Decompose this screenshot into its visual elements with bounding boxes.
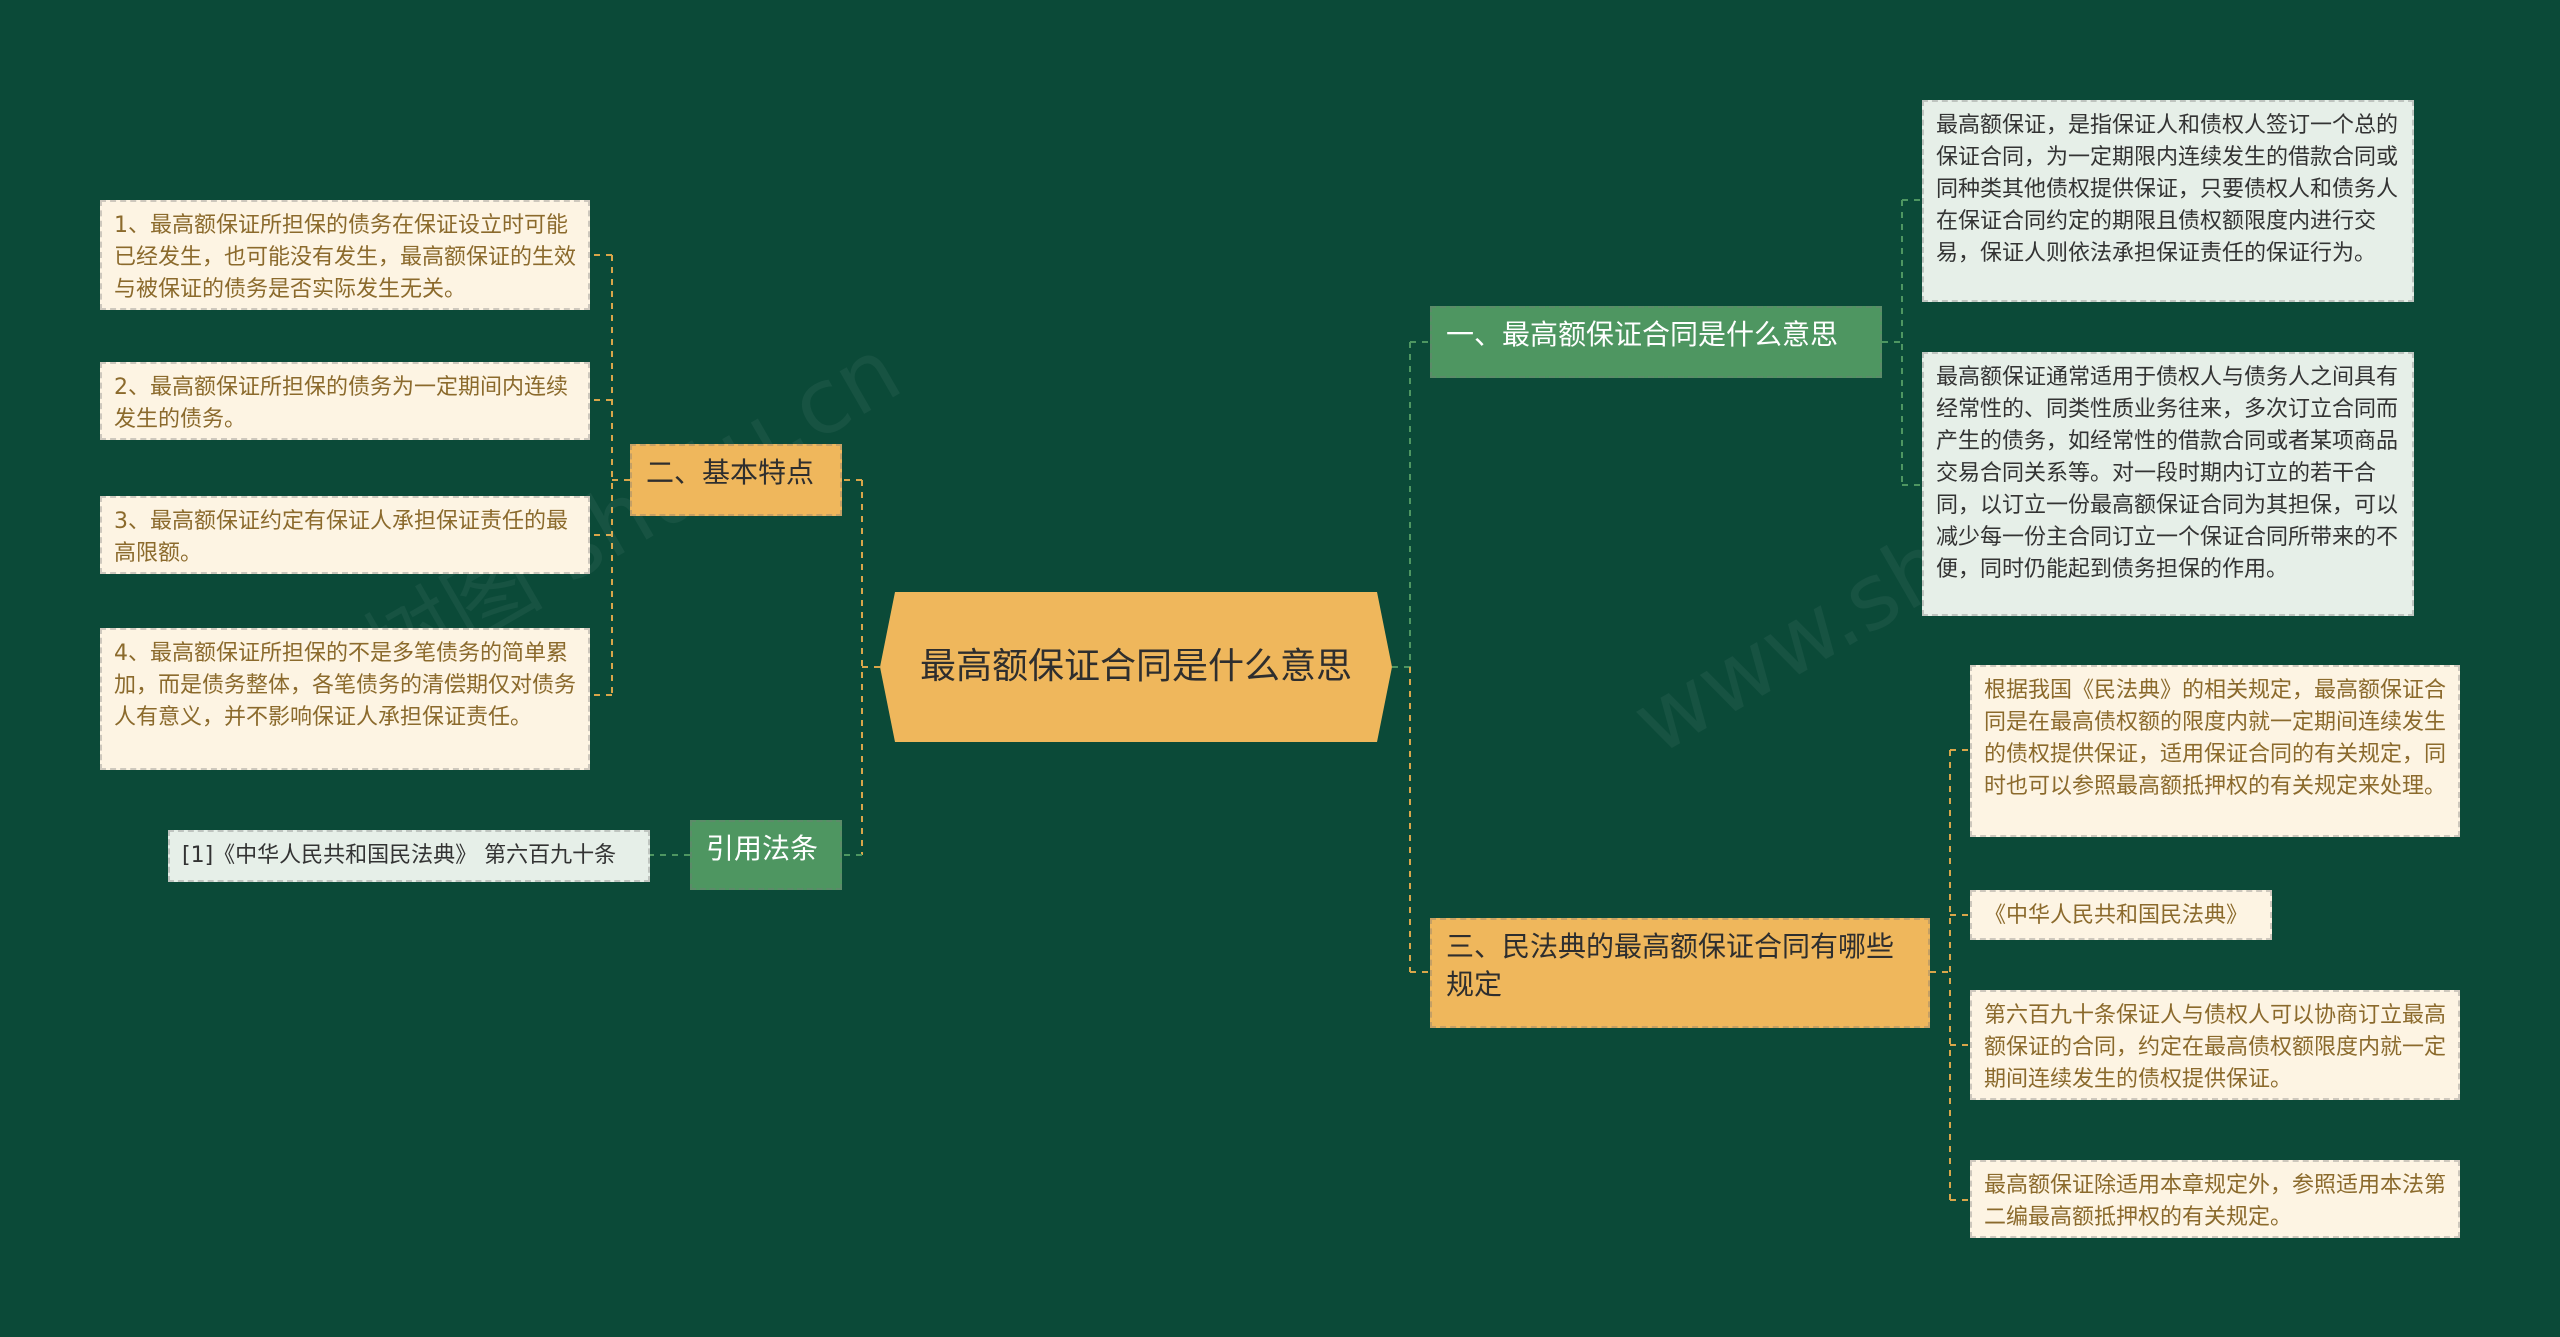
provisions-leaf-4-text: 最高额保证除适用本章规定外，参照适用本法第二编最高额抵押权的有关规定。 [1984, 1173, 2447, 1230]
features-leaf-4-text: 4、最高额保证所担保的不是多笔债务的简单累加，而是债务整体，各笔债务的清偿期仅对… [114, 641, 577, 730]
branch-features[interactable]: 二、基本特点 [630, 444, 842, 516]
central-topic-label: 最高额保证合同是什么意思 [920, 646, 1353, 687]
meaning-leaf-2[interactable]: 最高额保证通常适用于债权人与债务人之间具有经常性的、同类性质业务往来，多次订立合… [1922, 352, 2414, 616]
features-leaf-1[interactable]: 1、最高额保证所担保的债务在保证设立时可能已经发生，也可能没有发生，最高额保证的… [100, 200, 590, 310]
meaning-leaf-1-text: 最高额保证，是指保证人和债权人签订一个总的保证合同，为一定期限内连续发生的借款合… [1936, 113, 2399, 266]
central-topic[interactable]: 最高额保证合同是什么意思 [880, 592, 1392, 742]
features-leaf-2-text: 2、最高额保证所担保的债务为一定期间内连续发生的债务。 [114, 375, 568, 432]
provisions-leaf-1-text: 根据我国《民法典》的相关规定，最高额保证合同是在最高债权额的限度内就一定期间连续… [1984, 678, 2447, 799]
connector-features-leaves [590, 254, 630, 696]
branch-citation-label: 引用法条 [706, 832, 819, 865]
provisions-leaf-3[interactable]: 第六百九十条保证人与债权人可以协商订立最高额保证的合同，约定在最高债权额限度内就… [1970, 990, 2460, 1100]
features-leaf-2[interactable]: 2、最高额保证所担保的债务为一定期间内连续发生的债务。 [100, 362, 590, 440]
branch-features-label: 二、基本特点 [646, 456, 815, 489]
branch-meaning-label: 一、最高额保证合同是什么意思 [1446, 318, 1839, 351]
meaning-leaf-1[interactable]: 最高额保证，是指保证人和债权人签订一个总的保证合同，为一定期限内连续发生的借款合… [1922, 100, 2414, 302]
provisions-leaf-4[interactable]: 最高额保证除适用本章规定外，参照适用本法第二编最高额抵押权的有关规定。 [1970, 1160, 2460, 1238]
connector-left-trunk [842, 479, 880, 855]
citation-leaf-1[interactable]: [1]《中华人民共和国民法典》 第六百九十条 [168, 830, 650, 882]
features-leaf-3-text: 3、最高额保证约定有保证人承担保证责任的最高限额。 [114, 509, 568, 566]
branch-citation[interactable]: 引用法条 [690, 820, 842, 890]
provisions-leaf-1[interactable]: 根据我国《民法典》的相关规定，最高额保证合同是在最高债权额的限度内就一定期间连续… [1970, 665, 2460, 837]
features-leaf-1-text: 1、最高额保证所担保的债务在保证设立时可能已经发生，也可能没有发生，最高额保证的… [114, 213, 577, 302]
branch-provisions-label: 三、民法典的最高额保证合同有哪些规定 [1446, 930, 1895, 1001]
provisions-leaf-2-text: 《中华人民共和国民法典》 [1984, 903, 2249, 928]
features-leaf-4[interactable]: 4、最高额保证所担保的不是多笔债务的简单累加，而是债务整体，各笔债务的清偿期仅对… [100, 628, 590, 770]
citation-leaf-1-text: [1]《中华人民共和国民法典》 第六百九十条 [182, 843, 617, 868]
connector-right-trunk-lower [1409, 667, 1430, 973]
connector-right-trunk [1392, 341, 1430, 668]
provisions-leaf-3-text: 第六百九十条保证人与债权人可以协商订立最高额保证的合同，约定在最高债权额限度内就… [1984, 1003, 2447, 1092]
features-leaf-3[interactable]: 3、最高额保证约定有保证人承担保证责任的最高限额。 [100, 496, 590, 574]
provisions-leaf-2[interactable]: 《中华人民共和国民法典》 [1970, 890, 2272, 940]
connector-meaning-leaves [1882, 199, 1922, 486]
connector-provisions-leaves [1930, 749, 1970, 1201]
branch-provisions[interactable]: 三、民法典的最高额保证合同有哪些规定 [1430, 918, 1930, 1028]
branch-meaning[interactable]: 一、最高额保证合同是什么意思 [1430, 306, 1882, 378]
meaning-leaf-2-text: 最高额保证通常适用于债权人与债务人之间具有经常性的、同类性质业务往来，多次订立合… [1936, 365, 2399, 582]
